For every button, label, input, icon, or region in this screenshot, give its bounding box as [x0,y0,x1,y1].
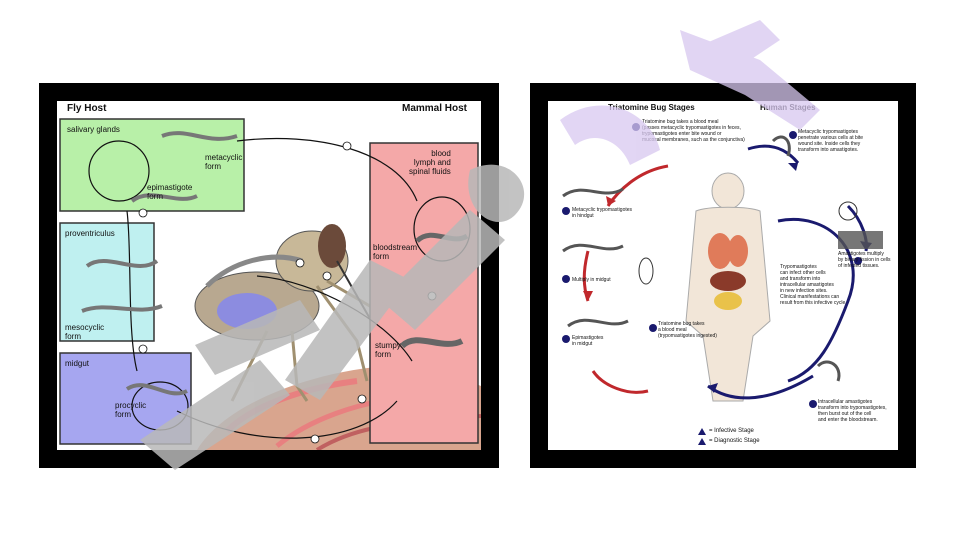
right-figure-canvas: Triatomine Bug Stages Human Stages Triat… [548,101,898,450]
step6-text: Epimastigotes in midgut [572,335,604,347]
center-cycle-text: Trypomastigotes can infect other cells a… [780,264,847,306]
step1-text: Triatomine bug takes a blood meal (passe… [642,119,745,143]
step3-text: Amastigotes multiply by binary fission i… [838,251,891,269]
step7-text: Multiply in midgut [572,277,611,283]
mesocyclic-form-label: mesocyclic form [65,323,105,341]
triatomine-stages-header: Triatomine Bug Stages [608,103,695,112]
metacyclic-form-label: metacyclic form [205,153,243,171]
step5-text: Triatomine bug takes a blood meal (trypo… [658,321,717,339]
salivary-glands-label: salivary glands [67,125,120,134]
midgut-label: midgut [65,359,90,368]
legend-diagnostic: = Diagnostic Stage [709,438,760,444]
step2-text: Metacyclic trypomastigotes penetrate var… [798,129,864,153]
trypanosoma-cruzi-figure: Triatomine Bug Stages Human Stages Triat… [530,83,916,468]
procyclic-form-label: procyclic form [115,401,147,419]
step8-text: Metacyclic trypomastigotes in hindgut [572,207,633,219]
proventriculus-label: proventriculus [65,229,115,238]
bloodstream-form-label: bloodstream form [373,243,418,261]
mammal-host-title: Mammal Host [402,103,468,114]
left-figure-canvas: Fly Host Mammal Host salivary glands met… [57,101,481,450]
legend-infective: = Infective Stage [709,428,754,434]
trypanosoma-brucei-figure: Fly Host Mammal Host salivary glands met… [39,83,499,468]
right-figure-art [562,123,883,445]
fly-host-title: Fly Host [67,103,107,114]
step4-text: Intracellular amastigotes transform into… [818,399,887,423]
human-stages-header: Human Stages [760,103,816,112]
blood-lymph-label: blood lymph and spinal fluids [409,149,451,176]
epimastigote-form-label: epimastigote form [147,183,193,201]
stumpy-form-label: stumpy form [375,341,401,359]
